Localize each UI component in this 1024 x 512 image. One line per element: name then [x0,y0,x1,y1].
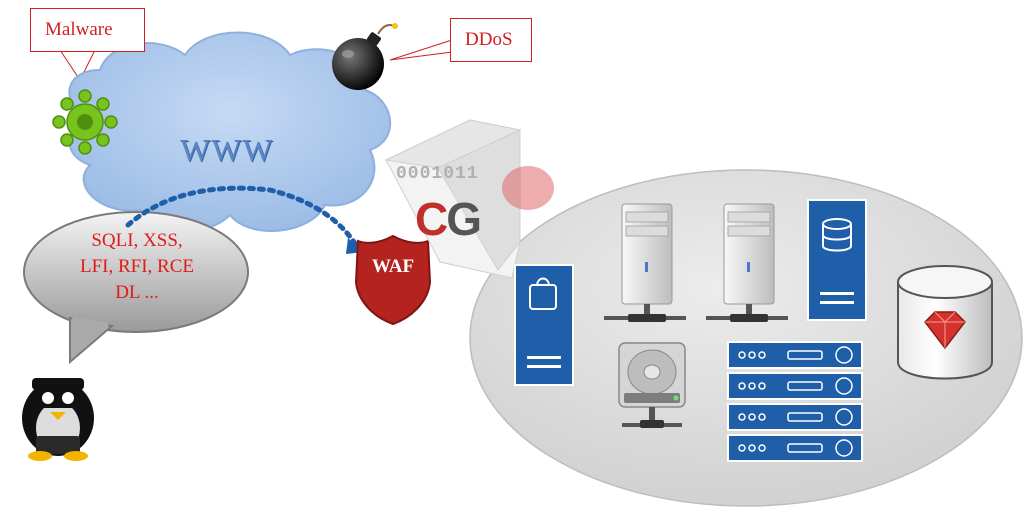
internal-network-zone [469,169,1023,507]
cg-cube [384,119,554,279]
malware-callout: Malware [30,8,145,52]
attack-line: DL ... [115,282,159,303]
shield-icon [354,234,432,326]
database-icon [822,218,852,252]
tux-hacker-icon [22,378,94,461]
ruby-gem-icon [924,311,966,350]
www-cloud [68,31,392,233]
cg-logo-c: C [415,193,448,245]
shopping-panel [514,264,574,386]
network-drive-icon [618,342,686,428]
cg-logo-g: G [446,193,482,245]
ddos-callout-pointer [389,39,453,61]
ddos-callout: DDoS [450,18,532,62]
virus-icon [52,89,118,155]
ddos-label: DDoS [465,29,513,50]
shopping-bag-icon [529,284,557,310]
cg-binary-text: 0001011 [396,164,479,184]
attack-line: SQLI, XSS, [91,230,183,251]
cg-logo: CG [415,192,482,246]
malware-label: Malware [45,19,113,40]
attack-bubble [23,211,249,365]
database-panel [807,199,867,321]
rack-server-icon [727,341,863,462]
ruby-database-icon [897,265,993,380]
tower-server-icon [604,203,686,322]
attack-list: SQLI, XSS, LFI, RFI, RCE DL ... [52,228,222,306]
tower-server-icon [706,203,788,322]
attack-path-arrow [125,185,359,248]
waf-label: WAF [371,256,415,277]
attack-line: LFI, RFI, RCE [79,256,195,277]
bomb-icon [332,23,398,90]
www-label: WWW [180,132,274,168]
